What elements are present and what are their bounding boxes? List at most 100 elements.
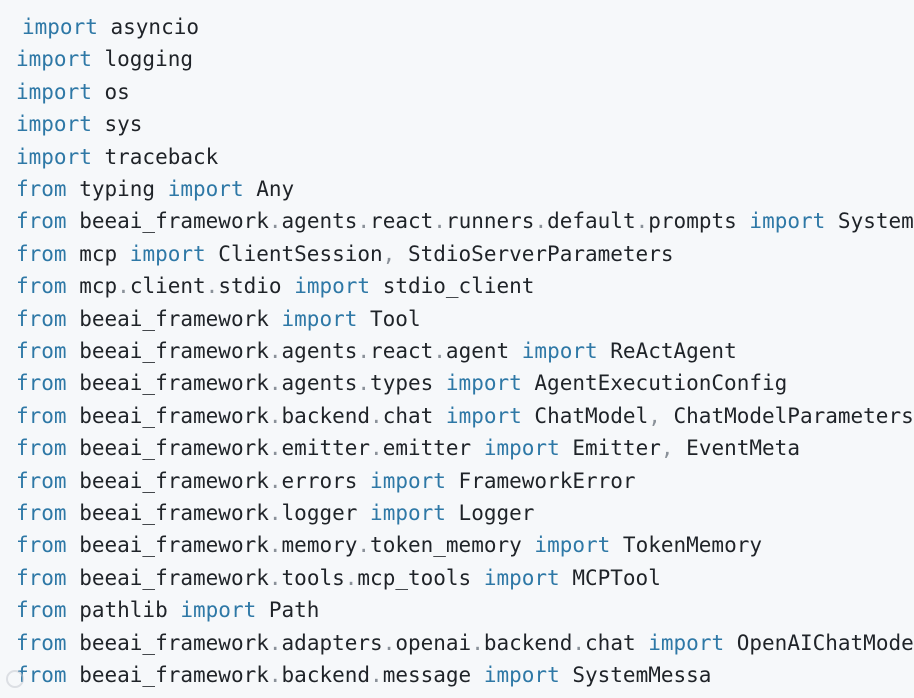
code-line: from beeai_framework.errors import Frame… bbox=[16, 465, 636, 497]
code-identifier: beeai_framework bbox=[66, 663, 269, 687]
code-keyword: import bbox=[16, 112, 92, 137]
code-line: from beeai_framework.backend.chat import… bbox=[16, 400, 914, 432]
code-identifier: AgentExecutionConfig bbox=[521, 371, 788, 396]
code-keyword: from bbox=[16, 209, 67, 234]
code-keyword: import bbox=[281, 306, 358, 331]
code-identifier: backend bbox=[281, 663, 371, 687]
code-identifier: beeai_framework bbox=[66, 209, 269, 234]
code-punctuation: . bbox=[471, 630, 484, 655]
code-identifier: Emitter bbox=[559, 436, 661, 461]
code-identifier: TokenMemory bbox=[610, 533, 762, 558]
code-line: from beeai_framework import Tool bbox=[16, 303, 421, 335]
code-keyword: import bbox=[483, 436, 560, 461]
code-keyword: from bbox=[16, 468, 67, 493]
code-line: from beeai_framework.backend.message imp… bbox=[16, 659, 711, 691]
code-keyword: from bbox=[16, 403, 67, 428]
code-line: import sys bbox=[16, 108, 142, 140]
code-identifier: agents bbox=[281, 371, 358, 396]
code-identifier: sys bbox=[91, 112, 143, 137]
code-punctuation: . bbox=[344, 565, 358, 590]
code-keyword: import bbox=[22, 15, 98, 39]
code-line: from mcp import ClientSession, StdioServ… bbox=[16, 238, 673, 270]
code-identifier: logging bbox=[91, 47, 194, 72]
code-identifier: traceback bbox=[91, 144, 219, 169]
code-identifier: beeai_framework bbox=[66, 533, 269, 558]
code-punctuation: . bbox=[268, 403, 282, 428]
code-line: from beeai_framework.agents.react.agent … bbox=[16, 335, 737, 367]
code-identifier: react bbox=[370, 209, 434, 234]
code-identifier: emitter bbox=[382, 436, 484, 461]
code-keyword: import bbox=[180, 598, 257, 623]
code-identifier: MCPTool bbox=[559, 565, 661, 590]
code-punctuation: . bbox=[268, 630, 282, 655]
code-punctuation: . bbox=[382, 630, 396, 655]
code-identifier: EventMeta bbox=[673, 436, 800, 461]
code-identifier: react bbox=[370, 339, 434, 363]
code-punctuation: . bbox=[572, 630, 586, 655]
code-identifier: agents bbox=[281, 339, 358, 363]
code-identifier: mcp_tools bbox=[357, 565, 484, 590]
code-punctuation: . bbox=[268, 533, 282, 558]
code-identifier: Tool bbox=[357, 306, 421, 331]
code-punctuation: . bbox=[268, 209, 282, 234]
code-line: from beeai_framework.agents.types import… bbox=[16, 367, 787, 399]
code-punctuation: . bbox=[635, 209, 649, 234]
code-identifier: os bbox=[91, 79, 130, 104]
code-punctuation: . bbox=[268, 371, 282, 396]
code-keyword: import bbox=[294, 274, 371, 299]
code-identifier: asyncio bbox=[97, 15, 200, 39]
code-punctuation: . bbox=[268, 501, 282, 525]
code-identifier: stdio bbox=[218, 274, 295, 299]
code-identifier: mcp bbox=[66, 241, 130, 266]
code-identifier: types bbox=[370, 371, 446, 396]
code-keyword: import bbox=[16, 79, 92, 104]
code-line: from typing import Any bbox=[16, 173, 294, 205]
code-identifier: beeai_framework bbox=[66, 306, 282, 331]
code-identifier: beeai_framework bbox=[66, 436, 269, 461]
code-identifier: client bbox=[129, 274, 206, 299]
code-line: import asyncio bbox=[22, 11, 199, 43]
code-identifier: chat bbox=[382, 403, 446, 428]
code-line: import logging bbox=[16, 43, 193, 75]
code-keyword: from bbox=[16, 371, 67, 396]
code-keyword: from bbox=[16, 241, 67, 266]
code-identifier: FrameworkError bbox=[445, 468, 636, 493]
code-keyword: from bbox=[16, 533, 67, 558]
code-identifier: ClientSession bbox=[205, 241, 383, 266]
code-punctuation: . bbox=[357, 339, 371, 363]
code-keyword: import bbox=[16, 47, 92, 72]
code-keyword: import bbox=[129, 241, 206, 266]
code-line: from beeai_framework.tools.mcp_tools imp… bbox=[16, 562, 661, 594]
code-punctuation: . bbox=[268, 468, 282, 493]
code-punctuation: . bbox=[370, 403, 383, 428]
code-punctuation: . bbox=[268, 565, 282, 590]
code-punctuation: . bbox=[433, 339, 446, 363]
code-identifier: agents bbox=[281, 209, 358, 234]
code-keyword: import bbox=[16, 144, 92, 169]
code-identifier: stdio_client bbox=[370, 274, 535, 299]
code-keyword: from bbox=[16, 274, 67, 299]
code-line: import traceback bbox=[16, 141, 218, 173]
code-punctuation: , bbox=[648, 403, 661, 428]
code-identifier: backend bbox=[483, 630, 573, 655]
code-keyword: import bbox=[167, 177, 244, 201]
code-keyword: from bbox=[16, 436, 67, 461]
code-identifier: beeai_framework bbox=[66, 565, 269, 590]
code-identifier: agent bbox=[445, 339, 522, 363]
code-punctuation: , bbox=[660, 436, 674, 461]
code-identifier: SystemMessa bbox=[559, 663, 712, 687]
code-identifier: beeai_framework bbox=[66, 501, 269, 525]
code-line: from mcp.client.stdio import stdio_clien… bbox=[16, 270, 534, 302]
code-line: import os bbox=[16, 76, 130, 108]
code-punctuation: . bbox=[268, 663, 282, 687]
code-keyword: import bbox=[445, 403, 522, 428]
code-keyword: from bbox=[16, 565, 67, 590]
code-line: from beeai_framework.logger import Logge… bbox=[16, 497, 534, 529]
watermark-logo-icon bbox=[6, 670, 24, 688]
code-identifier: chat bbox=[585, 630, 649, 655]
code-identifier: OpenAIChatModel bbox=[724, 630, 914, 655]
code-punctuation: . bbox=[370, 663, 383, 687]
code-identifier: SystemPromp bbox=[837, 209, 914, 234]
code-punctuation: , bbox=[382, 241, 396, 266]
code-keyword: from bbox=[16, 339, 67, 363]
